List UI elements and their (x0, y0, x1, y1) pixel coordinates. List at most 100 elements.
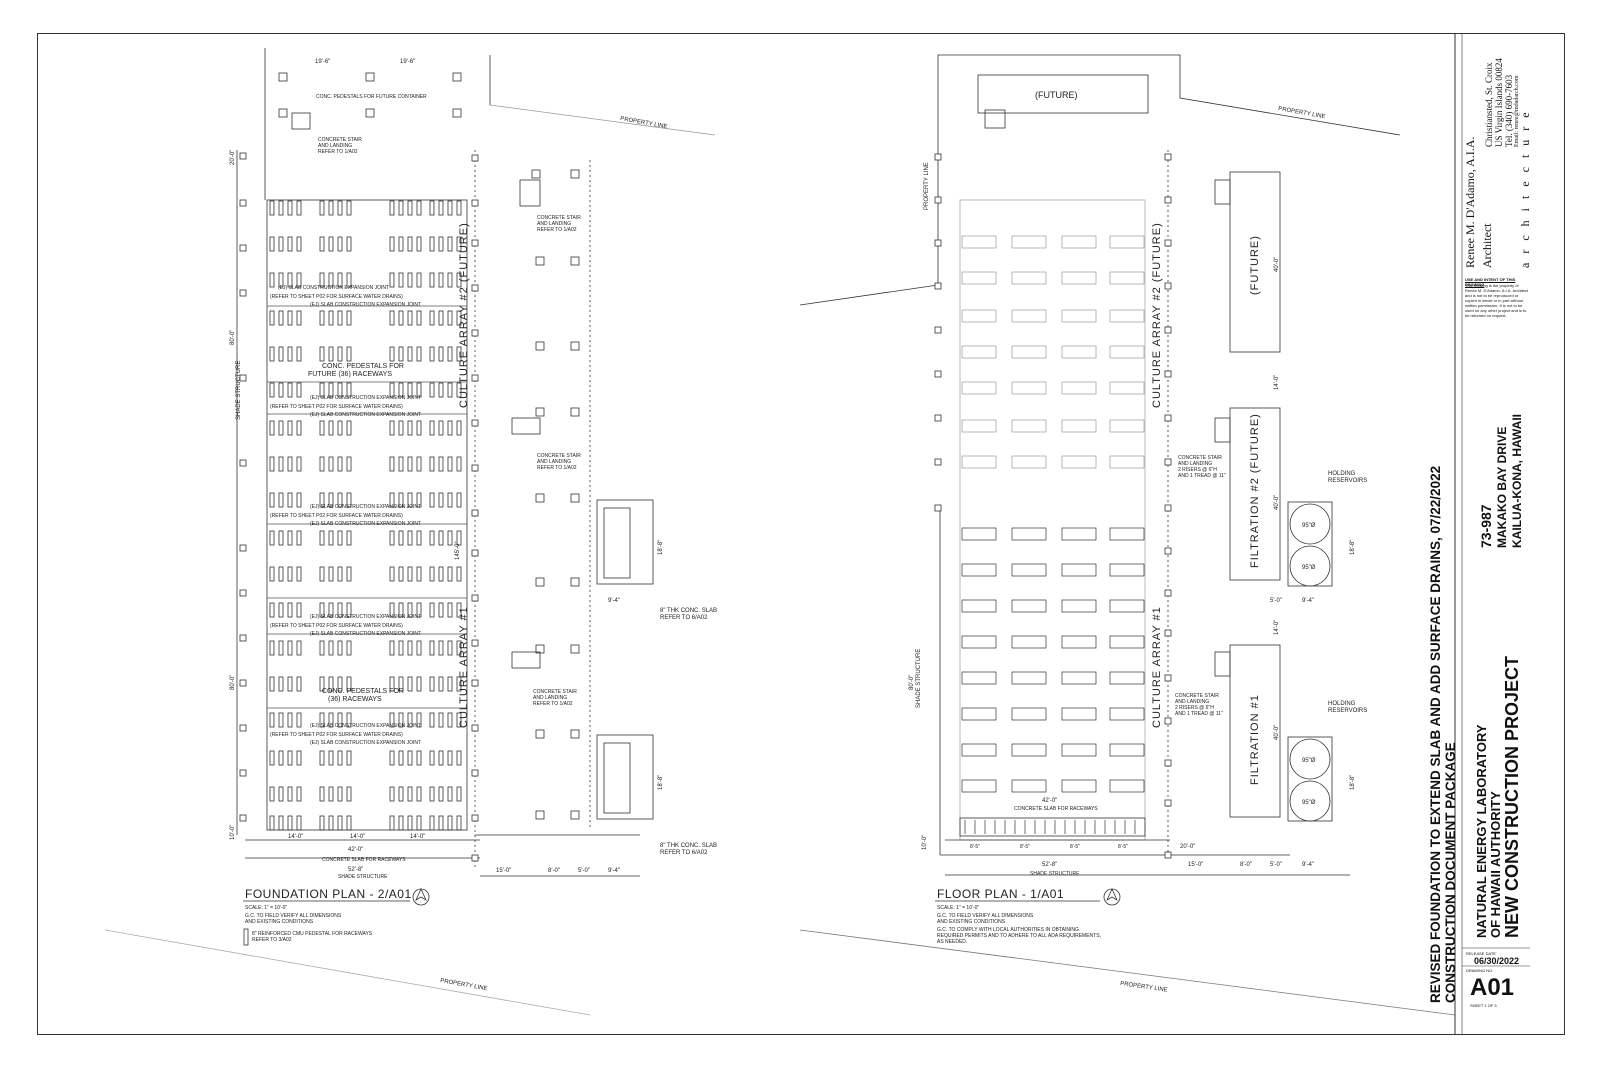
dim-label: 8'-5" (1020, 844, 1030, 850)
note: G.C. TO FIELD VERIFY ALL DIMENSIONS (245, 913, 342, 919)
raceway-tank (1011, 779, 1047, 793)
raceway-pedestal (337, 712, 343, 728)
raceway-pedestal (296, 456, 302, 472)
raceway-pedestal (269, 676, 275, 692)
raceway-pedestal (429, 420, 435, 436)
raceway-pedestal (346, 712, 352, 728)
raceway-pedestal (346, 492, 352, 508)
raceway-pedestal (319, 236, 325, 252)
raceway-pedestal (269, 640, 275, 656)
raceway-pedestal (296, 200, 302, 216)
pedestal-label: FUTURE (36) RACEWAYS (308, 371, 392, 378)
raceway-pedestal (407, 382, 413, 398)
dim-label: 18'-8" (1350, 540, 1356, 555)
raceway-pedestal (429, 815, 435, 831)
raceway-pedestal (407, 750, 413, 766)
ej-label: (EJ) SLAB CONSTRUCTION EXPANSION JOINT (310, 521, 421, 527)
stair-label: CONCRETE STAIR (318, 137, 362, 143)
raceway-pedestal (328, 310, 334, 326)
raceway-pedestal (328, 566, 334, 582)
stair-label: CONCRETE STAIR (537, 453, 581, 459)
raceway-pedestal (389, 456, 395, 472)
raceway-pedestal (398, 640, 404, 656)
site-boundary (799, 284, 939, 306)
address-line: KAILUA-KONA, HAWAII (1510, 414, 1524, 548)
dim-label: 20'-0" (1180, 844, 1195, 850)
raceway-pedestal (416, 236, 422, 252)
dim-label: 42'-0" (1042, 798, 1057, 804)
raceway-tank (1109, 345, 1145, 359)
raceway-pedestal (456, 420, 462, 436)
raceway-pedestal (407, 456, 413, 472)
raceway-pedestal (447, 310, 453, 326)
culture-array-1-label: CULTURE ARRAY #1 (1151, 606, 1163, 728)
use-text: This drawing is the property of Renee M.… (1465, 283, 1529, 318)
raceway-pedestal (416, 640, 422, 656)
raceway-pedestal (416, 530, 422, 546)
north-arrow-icon (1106, 888, 1118, 902)
raceway-tank (961, 707, 997, 721)
raceway-pedestal (296, 530, 302, 546)
raceway-tank (1109, 635, 1145, 649)
raceway-pedestal (278, 602, 284, 618)
stair-label: AND 1 TREAD @ 11" (1178, 473, 1226, 479)
raceway-pedestal (429, 456, 435, 472)
raceway-pedestal (416, 676, 422, 692)
raceway-tank (1061, 671, 1097, 685)
stair-label: REFER TO 1/A02 (537, 465, 577, 471)
raceway-pedestal (337, 602, 343, 618)
raceway-pedestal (407, 420, 413, 436)
raceway-pedestal (429, 530, 435, 546)
tank-icon (1289, 738, 1331, 780)
raceway-pedestal (278, 566, 284, 582)
shade-label: SHADE STRUCTURE (916, 649, 922, 708)
dim-label: 15'-0" (496, 868, 511, 874)
raceway-tank (1011, 271, 1047, 285)
raceway-pedestal (389, 492, 395, 508)
address-line: MAKAKO BAY DRIVE (1495, 426, 1509, 548)
raceway-pedestal (398, 236, 404, 252)
raceway-grid (961, 235, 1145, 834)
raceway-pedestal (398, 530, 404, 546)
raceway-pedestal (296, 566, 302, 582)
raceway-tank (1109, 419, 1145, 433)
raceway-pedestal (398, 676, 404, 692)
dim-label: 5'-0" (578, 868, 590, 874)
raceway-pedestal (389, 420, 395, 436)
raceway-pedestal (346, 640, 352, 656)
raceway-pedestal (296, 676, 302, 692)
raceway-pedestal (389, 602, 395, 618)
raceway-tank (1061, 271, 1097, 285)
scale-label: SCALE: 1" = 10'-0" (245, 905, 287, 911)
raceway-tank (961, 671, 997, 685)
raceway-pedestal (269, 272, 275, 288)
dim-label: 80'-0" (230, 330, 236, 345)
stair-label: CONCRETE STAIR (533, 689, 577, 695)
shade-label: SHADE STRUCTURE (1030, 871, 1080, 877)
dim-label: 52'-8" (348, 867, 363, 873)
raceway-pedestal (296, 346, 302, 362)
raceway-tank (1061, 599, 1097, 613)
raceway-pedestal (319, 815, 325, 831)
project-name: NEW CONSTRUCTION PROJECT (1502, 655, 1522, 938)
architect-city: Christiansted, St. Croix (1484, 62, 1494, 147)
raceway-pedestal (407, 492, 413, 508)
dim-label: 8'-5" (970, 844, 980, 850)
stair-label: AND LANDING (318, 143, 352, 149)
tank-label: 95"Ø (1302, 565, 1316, 571)
raceway-pedestal (438, 236, 444, 252)
property-line-label: PROPERTY LINE (620, 116, 668, 130)
slab-outline (266, 199, 468, 831)
raceway-pedestal (389, 236, 395, 252)
raceway-pedestal (438, 200, 444, 216)
stair-label: AND LANDING (537, 221, 571, 227)
raceway-pedestal (429, 272, 435, 288)
raceway-tank (1061, 527, 1097, 541)
raceway-pedestal (319, 272, 325, 288)
raceway-pedestal (438, 346, 444, 362)
dim-label: 14'-0" (288, 834, 303, 840)
raceway-pedestal (389, 346, 395, 362)
drain-label: (REFER TO SHEET P02 FOR SURFACE WATER DR… (270, 732, 403, 738)
raceway-pedestal (319, 492, 325, 508)
raceway-pedestal (447, 492, 453, 508)
